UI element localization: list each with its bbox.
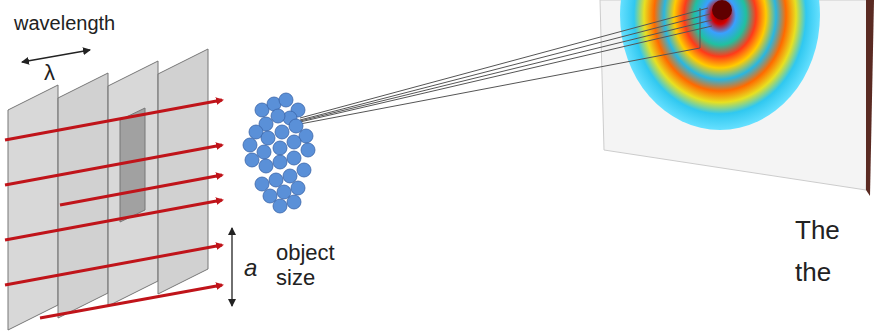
- cut-text: The: [795, 216, 880, 246]
- wavelength-symbol: λ: [44, 60, 74, 85]
- size-symbol: a: [244, 254, 268, 282]
- wavelength-label: wavelength: [14, 12, 144, 35]
- cut-text: the: [795, 258, 880, 288]
- size-label: object size: [276, 240, 356, 291]
